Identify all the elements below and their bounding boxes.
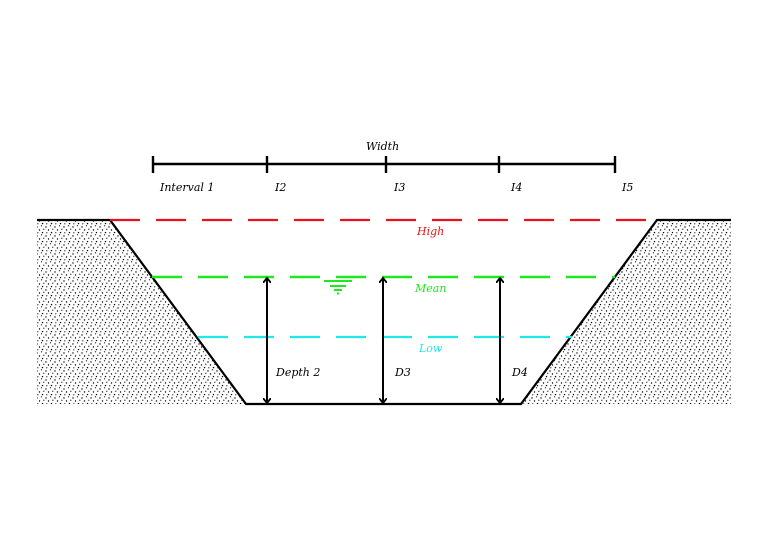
interval-label-2: I2 [274, 181, 286, 194]
right-bank-soil [521, 220, 731, 404]
width-scale [151, 156, 617, 173]
mean-label: Mean [414, 282, 446, 295]
interval-label-1: Interval 1 [159, 181, 214, 194]
left-bank-soil [37, 220, 246, 404]
low-label: Low [418, 342, 443, 355]
interval-label-4: I4 [510, 181, 522, 194]
interval-label-5: I5 [621, 181, 633, 194]
depth-label-2: Depth 2 [275, 366, 320, 379]
interval-label-3: I3 [393, 181, 405, 194]
depth-label-3: D3 [394, 366, 411, 379]
water-surface-icon [324, 280, 352, 295]
high-label: High [416, 225, 444, 238]
width-title: Width [366, 140, 399, 153]
depth-label-4: D4 [511, 366, 528, 379]
